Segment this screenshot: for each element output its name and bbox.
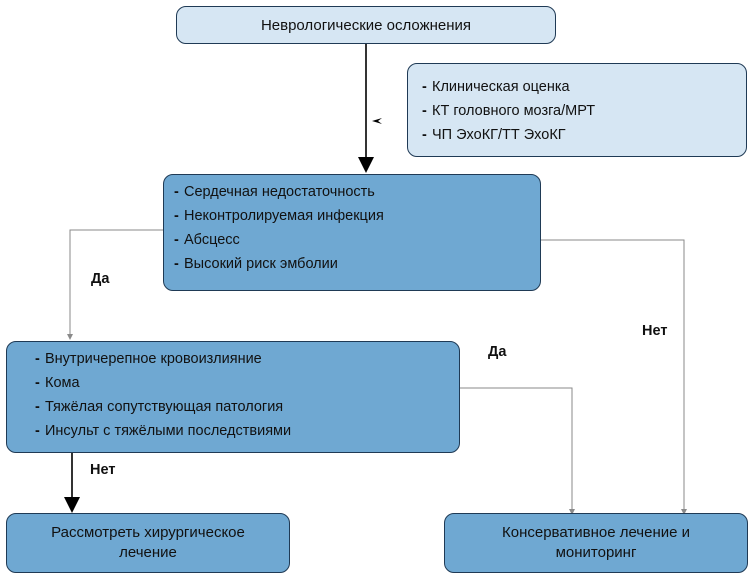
- label-yes-middle: Да: [488, 344, 507, 360]
- title-box: Неврологические осложнения: [176, 6, 556, 44]
- criteria-top-box: Сердечная недостаточность Неконтролируем…: [163, 174, 541, 291]
- criteria-top-item: Неконтролируемая инфекция: [174, 204, 540, 228]
- criteria-top-item: Абсцесс: [174, 228, 540, 252]
- criteria-top-item: Сердечная недостаточность: [174, 180, 540, 204]
- conservative-outcome-line: мониторинг: [555, 544, 637, 561]
- diagnostics-item: КТ головного мозга/МРТ: [422, 99, 746, 123]
- criteria-top-item: Высокий риск эмболии: [174, 252, 540, 276]
- line-yes-left: [67, 229, 166, 340]
- surgery-outcome-box: Рассмотреть хирургическое лечение: [6, 513, 290, 573]
- surgery-outcome-line: Рассмотреть хирургическое: [51, 524, 245, 541]
- title-text: Неврологические осложнения: [260, 16, 472, 34]
- conservative-outcome-box: Консервативное лечение и мониторинг: [444, 513, 748, 573]
- diagnostics-item: Клиническая оценка: [422, 75, 746, 99]
- criteria-bottom-list: Внутричерепное кровоизлияние Кома Тяжёла…: [35, 347, 459, 443]
- label-no-bottom: Нет: [90, 462, 116, 478]
- line-yes-middle: [460, 387, 575, 515]
- diagnostics-box: Клиническая оценка КТ головного мозга/МР…: [407, 63, 747, 157]
- conservative-outcome-line: Консервативное лечение и: [501, 524, 691, 541]
- criteria-top-list: Сердечная недостаточность Неконтролируем…: [174, 180, 540, 276]
- criteria-bottom-item: Внутричерепное кровоизлияние: [35, 347, 459, 371]
- criteria-bottom-item: Тяжёлая сопутствующая патология: [35, 395, 459, 419]
- criteria-bottom-item: Кома: [35, 371, 459, 395]
- diagnostics-list: Клиническая оценка КТ головного мозга/МР…: [422, 75, 746, 147]
- surgery-outcome-line: лечение: [119, 544, 177, 561]
- criteria-bottom-box: Внутричерепное кровоизлияние Кома Тяжёла…: [6, 341, 460, 453]
- diagnostics-item: ЧП ЭхоКГ/ТТ ЭхоКГ: [422, 123, 746, 147]
- label-no-right: Нет: [642, 323, 668, 339]
- criteria-bottom-item: Инсульт с тяжёлыми последствиями: [35, 419, 459, 443]
- label-yes-left: Да: [91, 271, 110, 287]
- line-no-right: [540, 239, 687, 515]
- arrow-from-diagnostics: [372, 118, 382, 124]
